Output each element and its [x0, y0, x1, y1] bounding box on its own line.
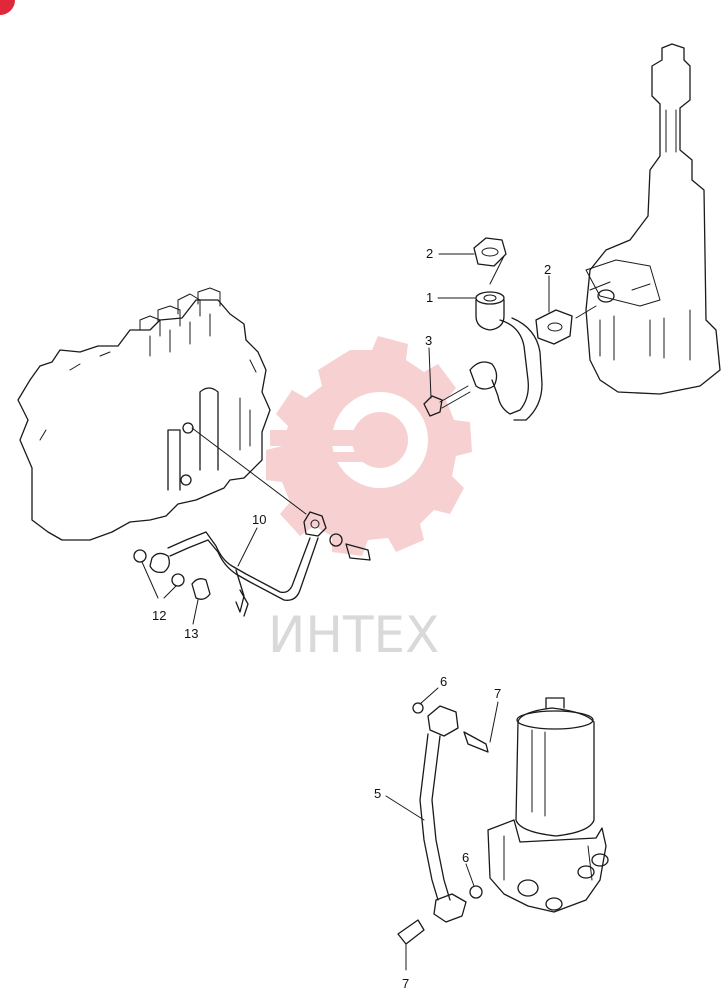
- callout-2-right: 2: [544, 262, 551, 277]
- pipe-bend: [491, 319, 529, 415]
- banjo-lower: [469, 361, 498, 390]
- gasket-hole: [481, 247, 499, 257]
- bolt-7-lower: [397, 919, 425, 945]
- bracket-10: [235, 569, 245, 613]
- leader-lines: [141, 253, 550, 971]
- callout-5: 5: [374, 786, 381, 801]
- washer-12a: [133, 549, 147, 563]
- washer-12b: [171, 573, 185, 587]
- callout-13: 13: [184, 626, 198, 641]
- cap-nut-13: [191, 578, 211, 600]
- corner-badge: [0, 0, 15, 15]
- banjo-5-lower: [433, 893, 467, 923]
- gasket-upper: [473, 237, 507, 267]
- injection-pump: [17, 287, 271, 541]
- washer-10: [329, 533, 343, 547]
- bolt-7-upper: [463, 731, 489, 753]
- banjo-5-upper: [427, 705, 459, 737]
- callout-6-upper: 6: [440, 674, 447, 689]
- fuel-pipe-10: [133, 427, 371, 617]
- callout-7-upper: 7: [494, 686, 501, 701]
- washer-6-lower: [469, 885, 483, 899]
- callout-2-upper: 2: [426, 246, 433, 261]
- callout-12: 12: [152, 608, 166, 623]
- callout-6-lower: 6: [462, 850, 469, 865]
- banjo-12: [149, 552, 170, 574]
- callout-10: 10: [252, 512, 266, 527]
- gasket-right: [535, 309, 573, 345]
- watermark-text: ИНТЕХ: [268, 606, 439, 664]
- callout-1: 1: [426, 290, 433, 305]
- callout-3: 3: [425, 333, 432, 348]
- bolt-10: [345, 543, 371, 561]
- callout-7-lower: 7: [402, 976, 409, 991]
- fuel-injector: [585, 43, 721, 395]
- banjo-10: [303, 511, 327, 537]
- fuel-pipe-5: [397, 702, 489, 945]
- washer-6-upper: [412, 702, 424, 714]
- fuel-filter: [487, 697, 609, 913]
- watermark-logo: [266, 336, 472, 556]
- callout-labels: 2 1 2 3 10 12 13 6 7 5 6 7: [152, 246, 551, 991]
